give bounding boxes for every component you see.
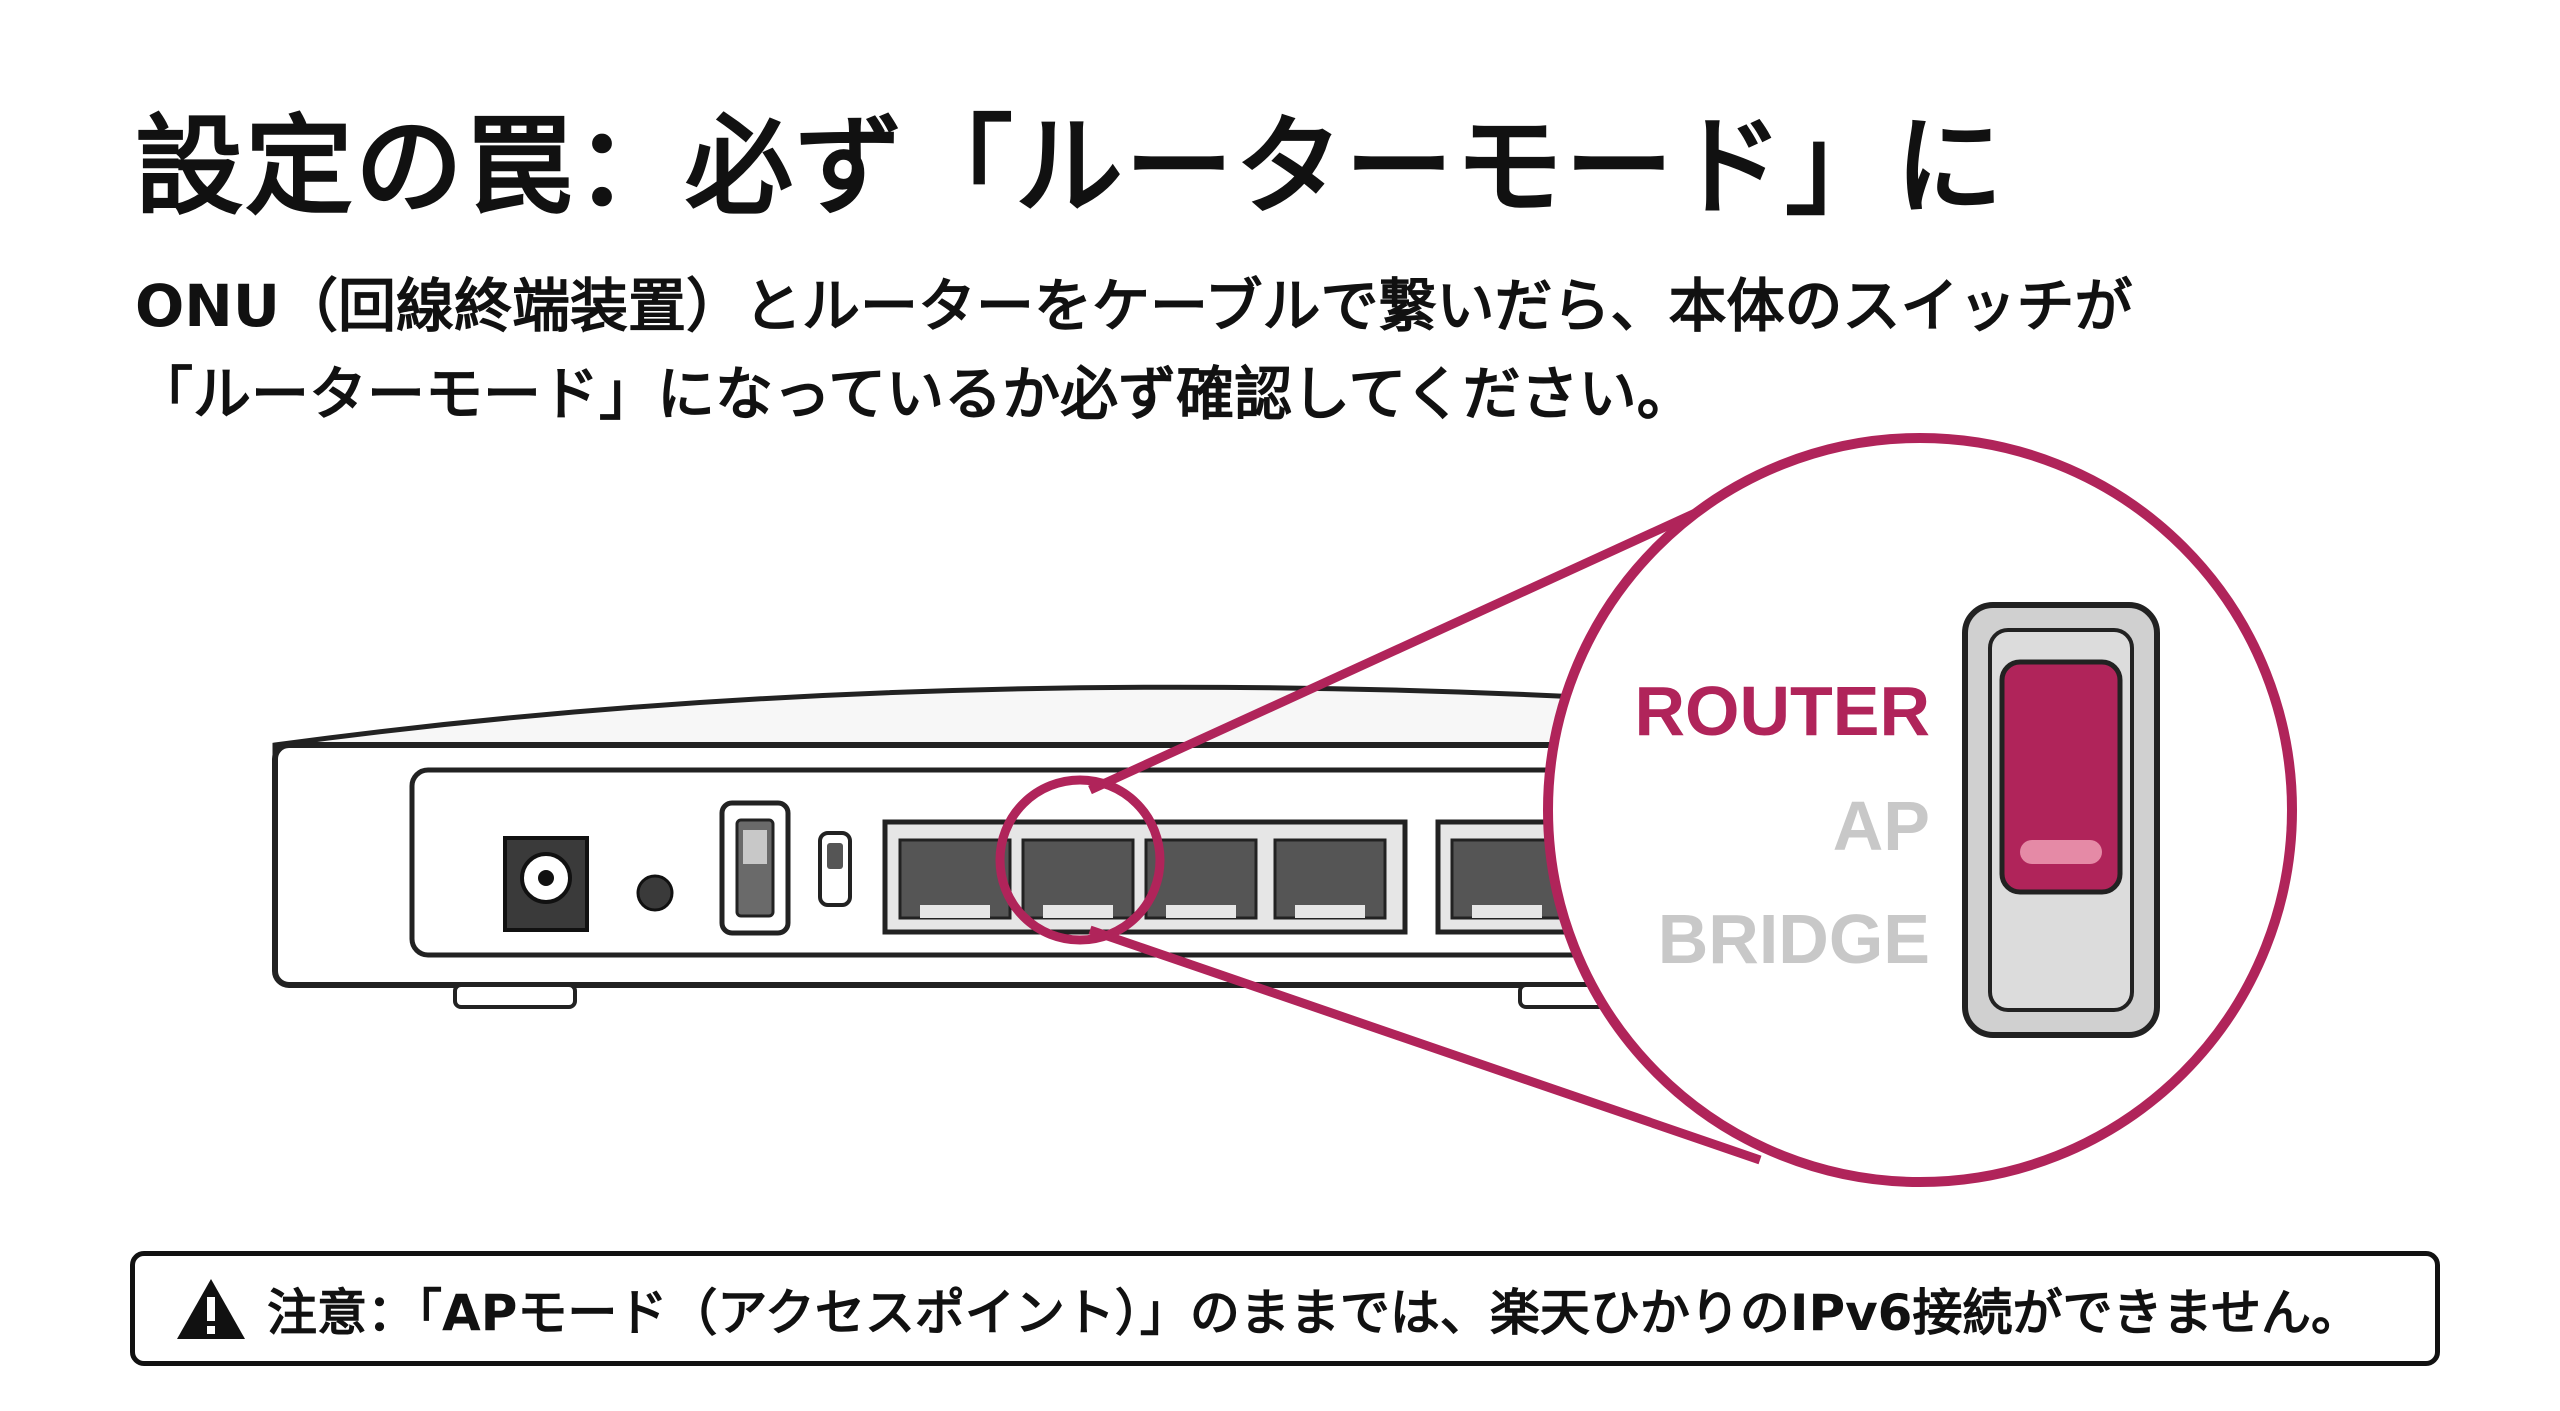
router-foot-left	[453, 983, 577, 1009]
lan-port-4-icon	[1273, 838, 1387, 920]
page-title: 設定の罠：必ず「ルーターモード」に	[135, 105, 2006, 230]
description-line-1: ONU（回線終端装置）とルーターをケーブルで繋いだら、本体のスイッチが	[135, 272, 2133, 340]
mode-label-router: ROUTER	[1634, 672, 1930, 750]
magnifier-connector	[1088, 483, 1762, 1165]
usb-port-icon	[719, 800, 791, 936]
warning-box: 注意：「APモード（アクセスポイント）」のままでは、楽天ひかりのIPv6接続がで…	[130, 1251, 2440, 1366]
mode-switch[interactable]	[1962, 602, 2160, 1038]
description-line-2: 「ルーターモード」になっているか必ず確認してください。	[135, 360, 1695, 428]
lan-port-1-icon	[898, 838, 1012, 920]
switch-knob-highlight	[2020, 840, 2102, 864]
description: ONU（回線終端装置）とルーターをケーブルで繋いだら、本体のスイッチが 「ルータ…	[135, 262, 2132, 438]
reset-button	[636, 874, 674, 912]
lan-port-3-icon	[1144, 838, 1258, 920]
mode-label-ap: AP	[1833, 787, 1930, 865]
mode-label-bridge: BRIDGE	[1658, 900, 1930, 978]
switch-knob[interactable]	[1999, 659, 2123, 895]
port-highlight-circle	[995, 775, 1165, 945]
lan-ports	[882, 819, 1408, 935]
power-jack-icon	[503, 836, 589, 932]
lan-port-2-icon	[1021, 838, 1135, 920]
small-mode-switch-icon	[818, 831, 852, 907]
warning-triangle-icon	[177, 1278, 245, 1339]
router-body	[272, 684, 1640, 1009]
warning-text: 注意：「APモード（アクセスポイント）」のままでは、楽天ひかりのIPv6接続がで…	[267, 1283, 2361, 1342]
